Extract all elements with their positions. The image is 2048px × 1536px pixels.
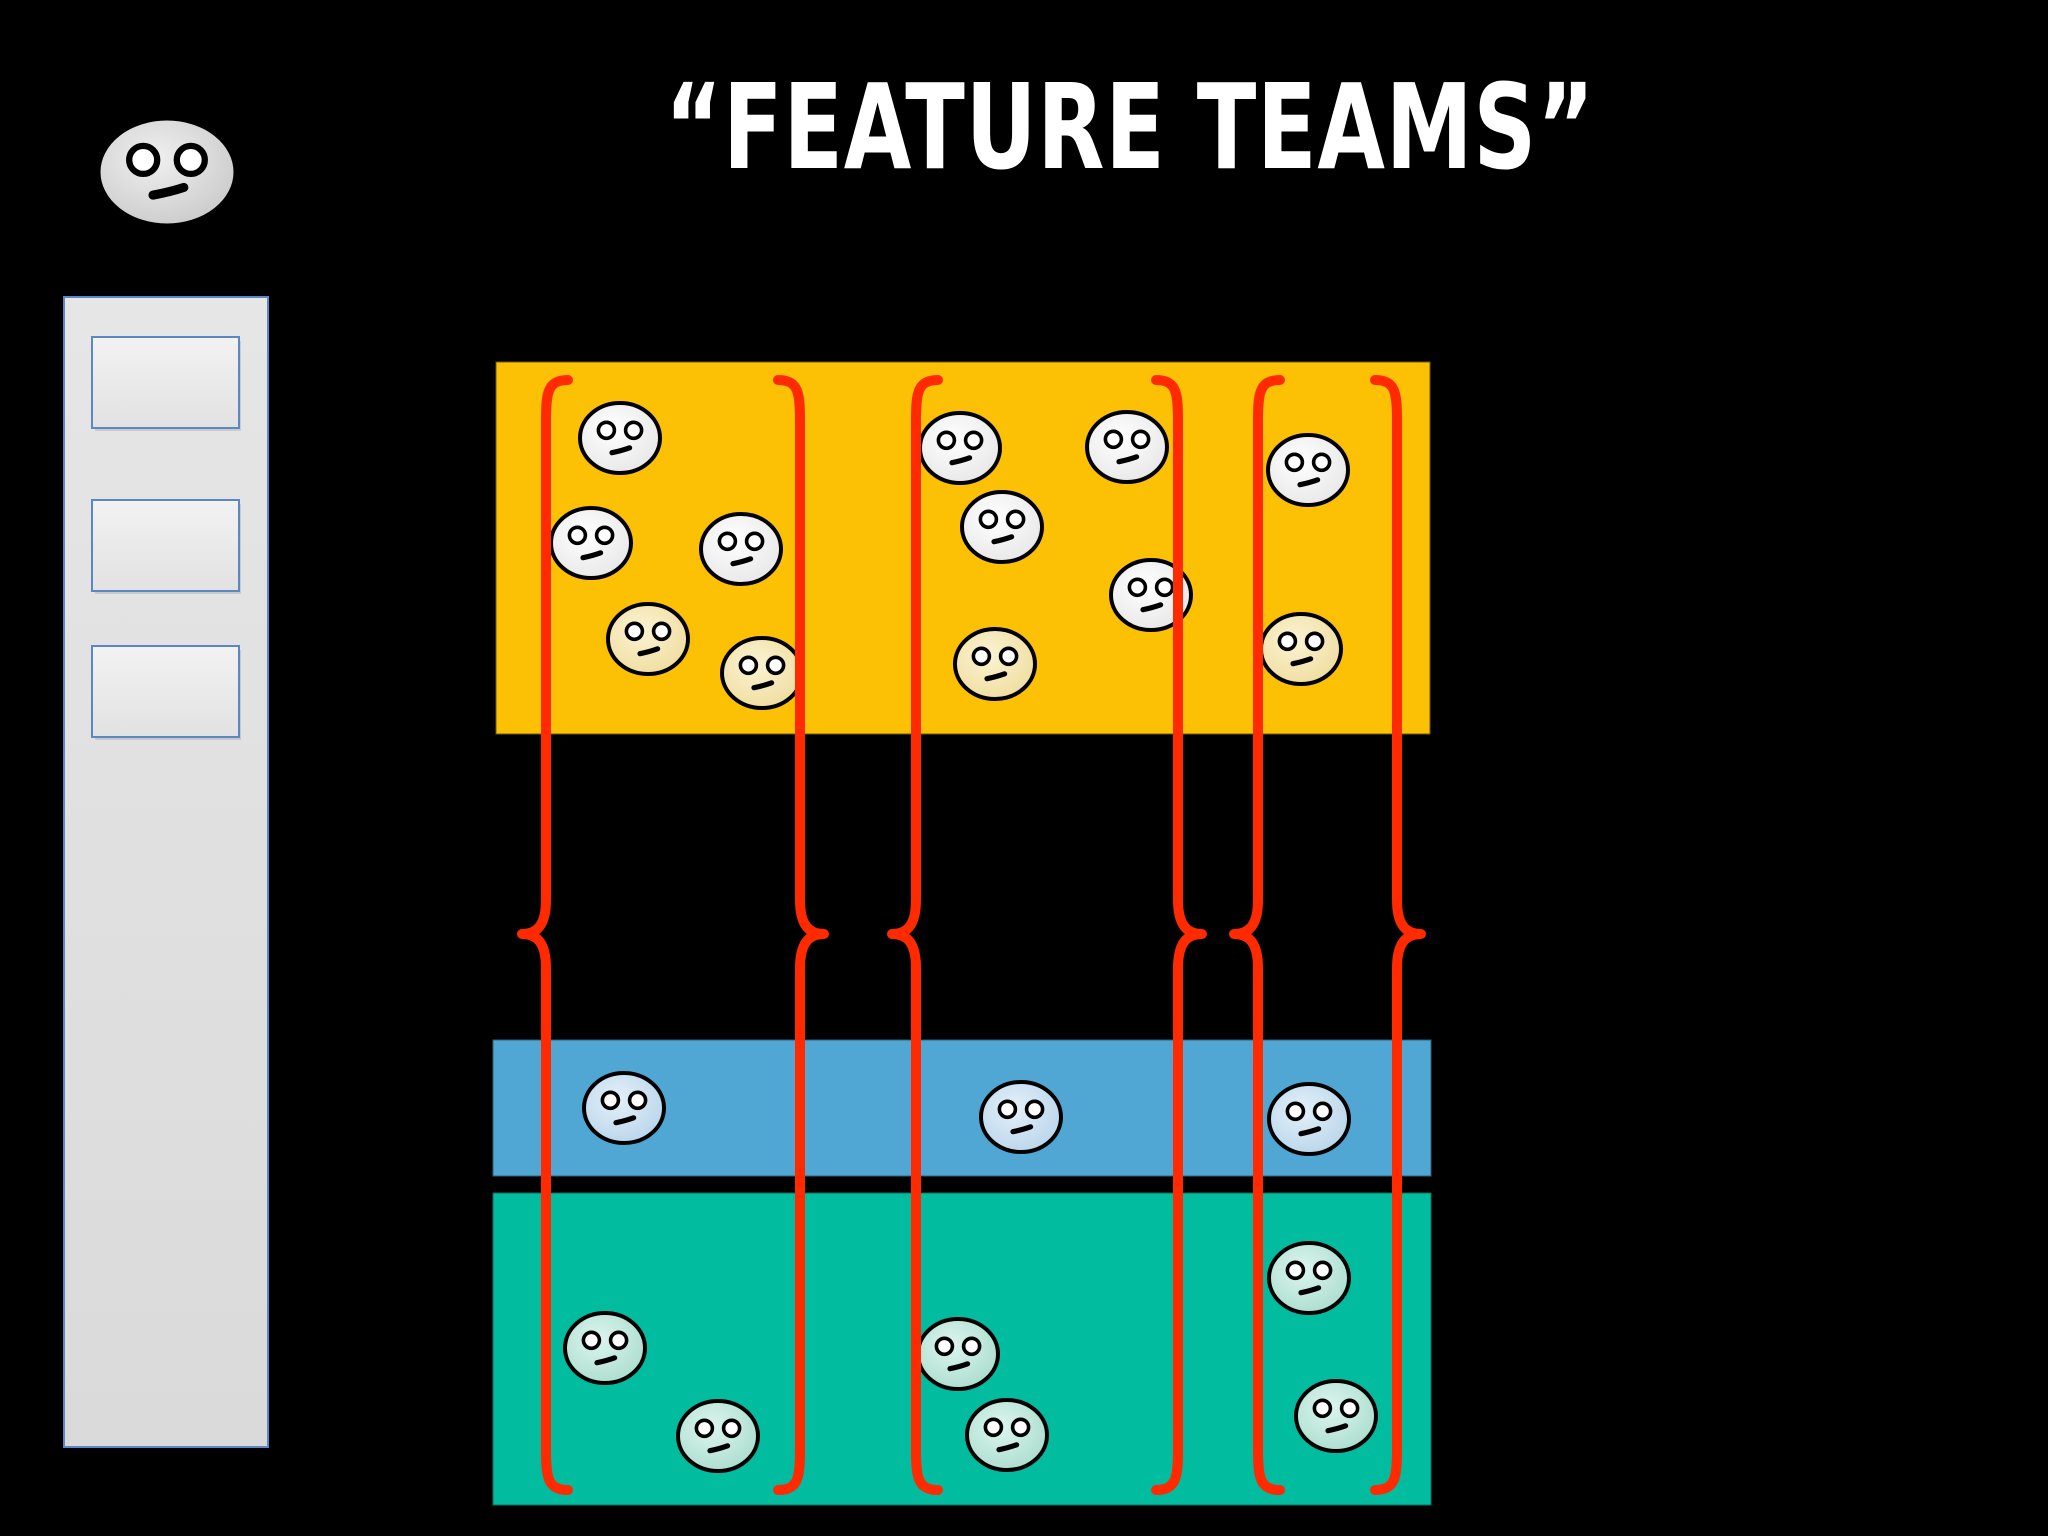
team-member-face-icon xyxy=(1259,612,1343,686)
team-member-face-icon xyxy=(582,1071,666,1145)
team-member-face-icon xyxy=(676,1399,760,1473)
team-member-face-icon xyxy=(1266,433,1350,507)
team-brackets xyxy=(517,375,1426,1495)
backlog-item-card xyxy=(91,499,240,592)
team-member-face-icon xyxy=(720,636,804,710)
product-owner xyxy=(93,113,241,231)
team-members xyxy=(549,401,1378,1473)
team-member-face-icon xyxy=(606,602,690,676)
brace-icon xyxy=(1370,375,1426,1495)
feature-team-bracket xyxy=(887,375,1207,1495)
team-member-face-icon xyxy=(563,1311,647,1385)
team-member-face-icon xyxy=(1109,558,1193,632)
team-member-face-icon xyxy=(979,1080,1063,1154)
team-member-face-icon xyxy=(549,506,633,580)
backlog-item-card xyxy=(91,336,240,429)
feature-team-bracket xyxy=(1229,375,1426,1495)
feature-team-bracket xyxy=(517,375,829,1495)
brace-icon xyxy=(1229,375,1285,1495)
product-backlog xyxy=(63,296,269,1448)
team-member-face-icon xyxy=(1267,1082,1351,1156)
team-member-face-icon xyxy=(953,627,1037,701)
brace-icon xyxy=(773,375,829,1495)
team-member-face-icon xyxy=(965,1398,1049,1472)
team-member-face-icon xyxy=(1085,410,1169,484)
team-member-face-icon xyxy=(1267,1241,1351,1315)
team-member-face-icon xyxy=(1294,1379,1378,1453)
brace-icon xyxy=(887,375,943,1495)
brace-icon xyxy=(517,375,573,1495)
team-member-face-icon xyxy=(916,1317,1000,1391)
team-member-face-icon xyxy=(699,512,783,586)
team-member-face-icon xyxy=(578,401,662,475)
team-member-face-icon xyxy=(918,411,1002,485)
slide-title: “FEATURE TEAMS” xyxy=(664,58,1596,196)
team-member-face-icon xyxy=(960,490,1044,564)
backlog-panel xyxy=(63,296,269,1448)
owner-face-icon xyxy=(93,113,241,231)
backlog-item-card xyxy=(91,645,240,738)
brace-icon xyxy=(1151,375,1207,1495)
